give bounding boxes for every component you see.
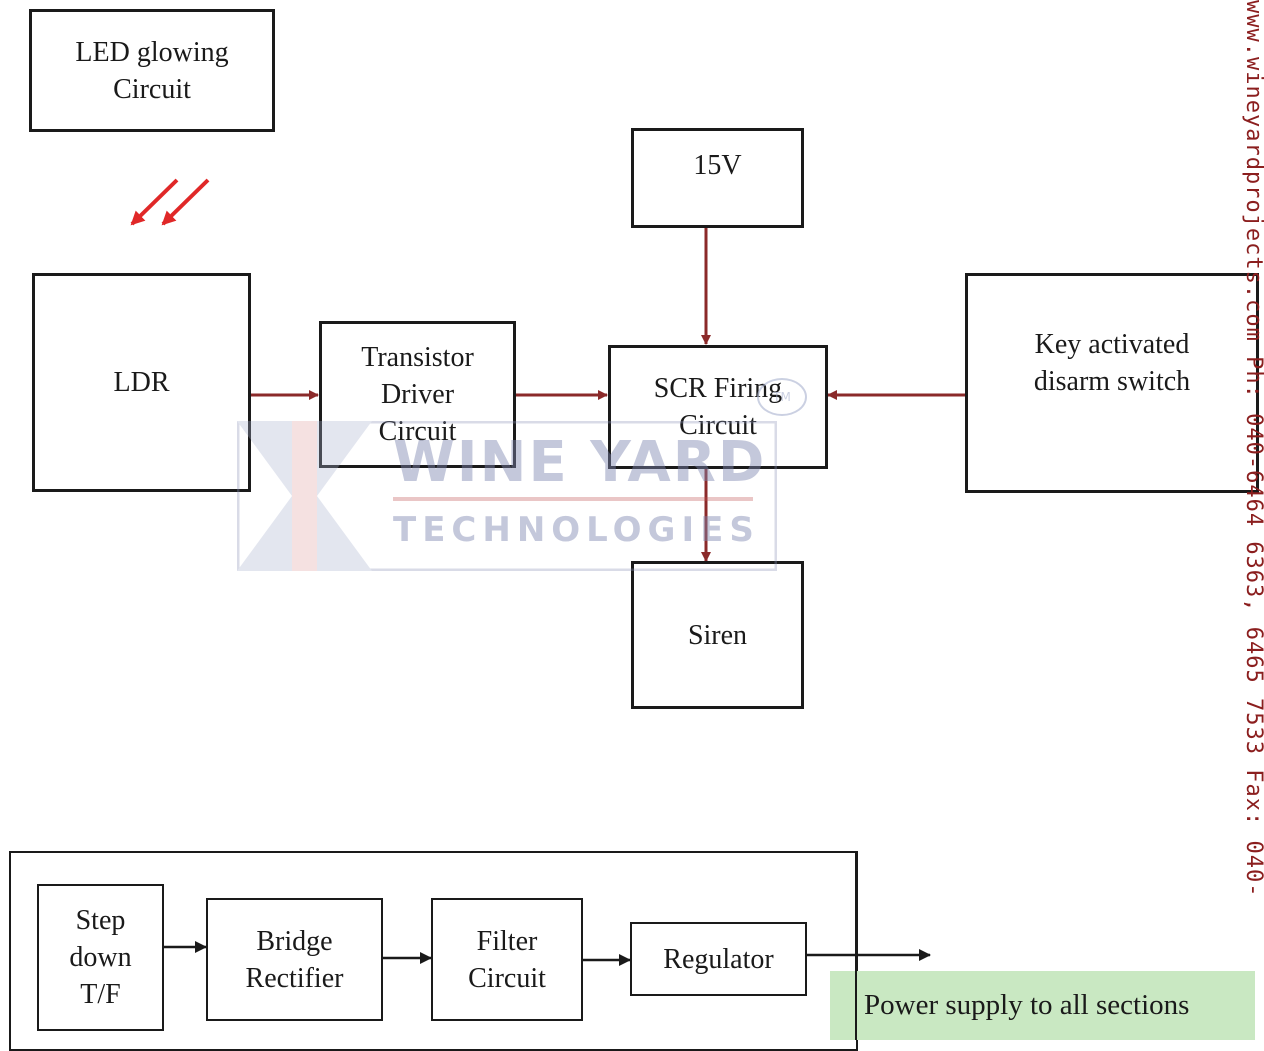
light-ray-arrow (161, 178, 210, 226)
side-contact-text: www.wineyardprojects.com Ph: 040-6464 63… (1242, 0, 1264, 905)
watermark-brand-text: WINE YARD (393, 430, 767, 495)
regulator-label: Regulator (663, 943, 774, 975)
side-contact-text-line: www.wineyardprojects.com Ph: 040-6464 63… (1242, 0, 1264, 898)
filter-circuit-block: Filter Circuit (431, 898, 583, 1021)
led-glowing-circuit-label: LED glowing Circuit (75, 36, 229, 105)
trademark-badge: TM (757, 378, 807, 416)
bridge-rectifier-block: Bridge Rectifier (206, 898, 383, 1021)
ldr-label: LDR (113, 367, 170, 398)
light-ray-arrow (130, 178, 179, 226)
transistor-driver-block: Transistor Driver Circuit (319, 321, 516, 468)
power-supply-output-note: Power supply to all sections (830, 971, 1255, 1040)
siren-block: Siren (631, 561, 804, 709)
led-glowing-circuit-block: LED glowing Circuit (29, 9, 275, 132)
key-disarm-switch-block: Key activated disarm switch (965, 273, 1259, 493)
bridge-rectifier-label: Bridge Rectifier (245, 925, 344, 994)
step-down-label: Step down T/F (69, 905, 132, 1010)
step-down-transformer-block: Step down T/F (37, 884, 164, 1031)
ldr-block: LDR (32, 273, 251, 492)
siren-label: Siren (687, 619, 748, 651)
15v-block: 15V (631, 128, 804, 228)
regulator-block: Regulator (630, 922, 807, 996)
key-disarm-switch-label: Key activated disarm switch (1033, 329, 1191, 397)
watermark-sub-text: TECHNOLOGIES (393, 510, 760, 550)
transistor-driver-label: Transistor Driver Circuit (361, 342, 474, 447)
15v-label: 15V (693, 150, 742, 181)
scr-firing-label: SCR Firing Circuit (653, 373, 783, 441)
filter-circuit-label: Filter Circuit (468, 925, 546, 994)
power-supply-frame-edge (855, 851, 857, 1040)
